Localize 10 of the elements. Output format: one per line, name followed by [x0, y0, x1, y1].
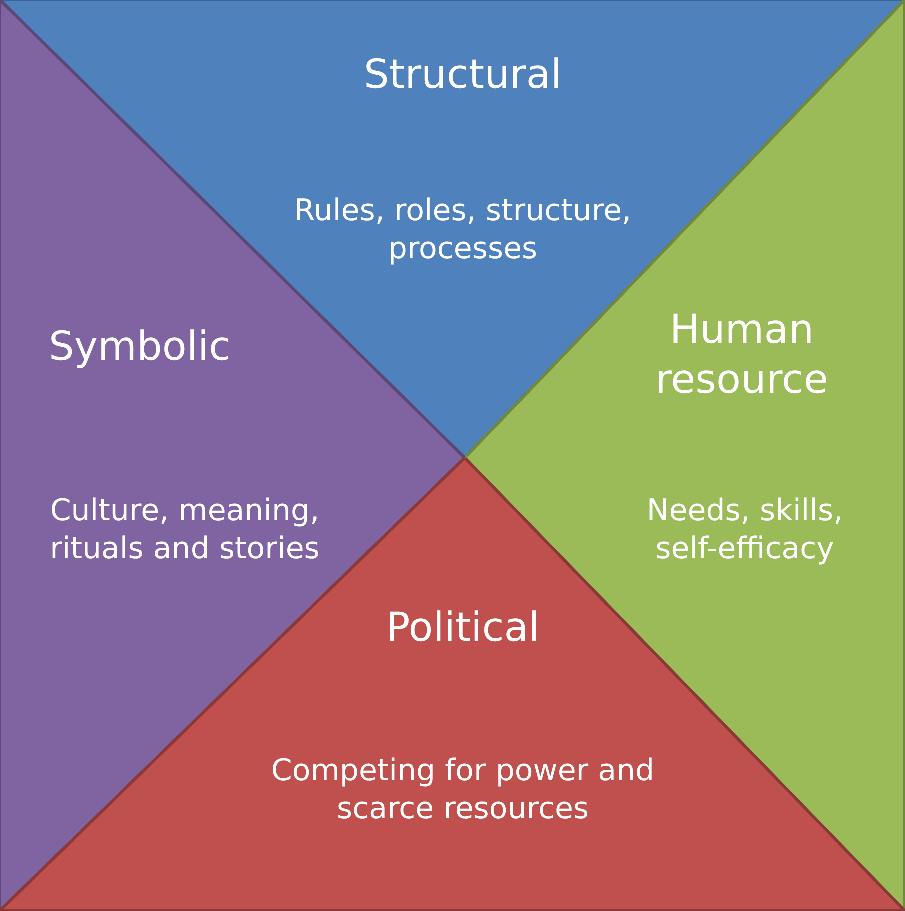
triangle-panel	[0, 458, 905, 911]
description: Rules, roles, structure, processes	[293, 192, 633, 268]
heading: Structural	[363, 51, 563, 100]
description: Competing for power and scarce resources	[270, 752, 656, 828]
heading: Human resource	[654, 306, 830, 405]
description: Needs, skills, self-efficacy	[646, 492, 844, 568]
heading: Political	[385, 604, 541, 653]
description: Culture, meaning, rituals and stories	[49, 492, 321, 568]
triangle-panel	[0, 0, 905, 458]
heading: Symbolic	[48, 323, 232, 372]
